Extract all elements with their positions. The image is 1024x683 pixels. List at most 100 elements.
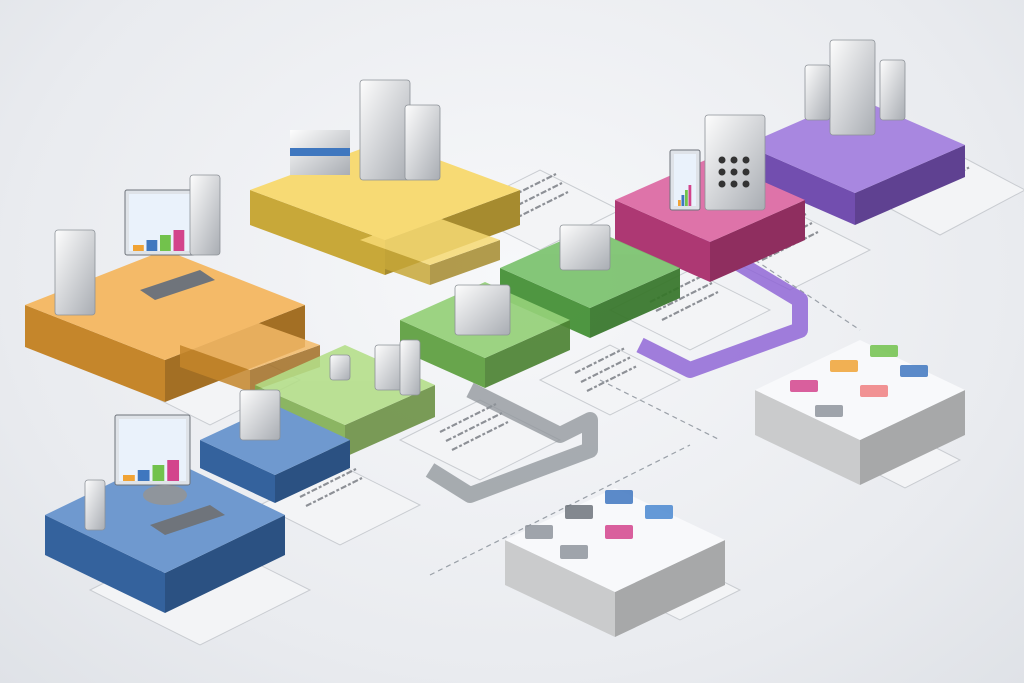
connector-band-purple xyxy=(636,233,808,378)
server-tower-icon-body xyxy=(84,479,106,531)
document-icon-bar xyxy=(685,190,688,206)
connector-yellow xyxy=(360,215,500,285)
keyboard-icon xyxy=(140,270,215,300)
monitor-icon-bar xyxy=(133,245,144,251)
dashboard-widget-icon xyxy=(790,380,818,392)
panel-dashboard-bottom-left-face xyxy=(505,540,615,637)
platform-purple-right-face xyxy=(855,145,965,225)
chip-dot xyxy=(742,156,750,164)
connector-yellow-left-face xyxy=(360,240,430,285)
factory-icon-body xyxy=(399,339,421,396)
server-rack-icon-body xyxy=(359,79,411,181)
monitor-icon-bar xyxy=(123,475,135,481)
server-tower-icon-body xyxy=(54,229,96,316)
factory-icon xyxy=(329,354,351,381)
chip-dot xyxy=(730,156,738,164)
monitor-icon-bar xyxy=(146,240,158,251)
panel-dashboard-bottom-right-face xyxy=(615,540,725,637)
server-rack-icon xyxy=(359,79,411,181)
label-card-green-text-line xyxy=(586,365,637,392)
platform-orange-left-face xyxy=(25,305,165,402)
monitor-icon-bar xyxy=(152,465,165,481)
platform-magenta-right-face xyxy=(710,200,805,282)
server-tower-icon xyxy=(189,174,221,256)
chip-dot xyxy=(742,180,750,188)
server-rack-icon xyxy=(804,64,831,121)
connector-orange-top-face xyxy=(180,320,320,370)
server-rack-icon-body xyxy=(404,104,441,181)
platform-blue-left-face xyxy=(45,515,165,613)
platform-purple-top-face xyxy=(745,97,965,193)
dashboard-widget-icon xyxy=(815,405,843,417)
monitor-icon-bar xyxy=(173,230,185,251)
label-card-green-light-text-line xyxy=(439,403,497,433)
server-rack-icon xyxy=(404,104,441,181)
platform-green-dark-right-face xyxy=(590,268,680,338)
panel-dashboard-right-right-face xyxy=(860,390,965,485)
dashboard-widget-icon xyxy=(830,360,858,372)
label-card-yellow-text-line xyxy=(511,191,569,221)
factory-icon-body xyxy=(329,354,351,381)
panel-dashboard-bottom xyxy=(505,488,725,637)
dashboard-widget-icon xyxy=(605,525,633,539)
monitor-icon-bar xyxy=(160,235,171,251)
database-icon xyxy=(143,485,187,505)
server-tower-icon xyxy=(54,229,96,316)
document-icon-bar xyxy=(681,195,685,206)
dashboard-widget-icon xyxy=(870,345,898,357)
platform-purple xyxy=(745,97,965,225)
platforms xyxy=(25,97,965,637)
platform-magenta-left-face xyxy=(615,200,710,282)
monitor-icon xyxy=(114,414,191,486)
document-icon-bar xyxy=(688,185,692,206)
platform-green-light-right-face xyxy=(345,385,435,457)
devices xyxy=(54,39,928,559)
connectors xyxy=(425,233,861,576)
server-tower-icon-body xyxy=(189,174,221,256)
connector-yellow-right-face xyxy=(430,240,500,285)
label-card-blue-small-text-line xyxy=(299,468,357,498)
label-card-green xyxy=(538,344,682,416)
keyboard-icon xyxy=(150,505,225,535)
chip-dot xyxy=(730,180,738,188)
server-tower-icon xyxy=(84,479,106,531)
dashboard-widget-icon xyxy=(605,490,633,504)
router-icon-body xyxy=(454,284,511,336)
device-icon xyxy=(239,389,281,441)
dashed-connector xyxy=(739,249,861,331)
label-card-green-text-line xyxy=(574,347,625,374)
platform-green-right-face xyxy=(485,320,570,388)
dashed-connector xyxy=(599,379,721,441)
dashboard-widget-icon xyxy=(860,385,888,397)
label-card-green-dark-text-line xyxy=(655,282,713,312)
chip-dot xyxy=(730,168,738,176)
storage-icon-body xyxy=(879,59,906,121)
label-card-green-bg xyxy=(538,344,682,416)
label-card-green-dark-text-line xyxy=(661,291,719,321)
database-band-icon xyxy=(290,148,350,156)
platform-blue-right-face xyxy=(165,515,285,613)
router-icon xyxy=(454,284,511,336)
dashboard-widget-icon xyxy=(900,365,928,377)
server-rack-icon xyxy=(829,39,876,136)
chip-dot xyxy=(742,168,750,176)
device-icon-body xyxy=(239,389,281,441)
connector-orange-left-face xyxy=(180,345,250,392)
label-card-green-light-text-line xyxy=(445,412,503,442)
document-icon-bar xyxy=(678,200,681,206)
dashboard-widget-icon xyxy=(560,545,588,559)
label-card-blue-small-text-line xyxy=(305,477,363,507)
panel-dashboard-right-left-face xyxy=(755,390,860,485)
monitor-icon xyxy=(124,189,196,256)
monitor-icon-bar xyxy=(167,460,180,481)
label-card-green-text-line xyxy=(580,356,631,383)
chip-dot xyxy=(718,180,726,188)
server-rack-icon-body xyxy=(804,64,831,121)
label-card-green-light-text-line xyxy=(451,421,509,451)
connector-band-grey xyxy=(425,382,598,503)
router-icon xyxy=(559,224,611,271)
platform-blue-small-right-face xyxy=(275,440,350,503)
document-icon xyxy=(669,149,701,211)
dashboard-widget-icon xyxy=(645,505,673,519)
